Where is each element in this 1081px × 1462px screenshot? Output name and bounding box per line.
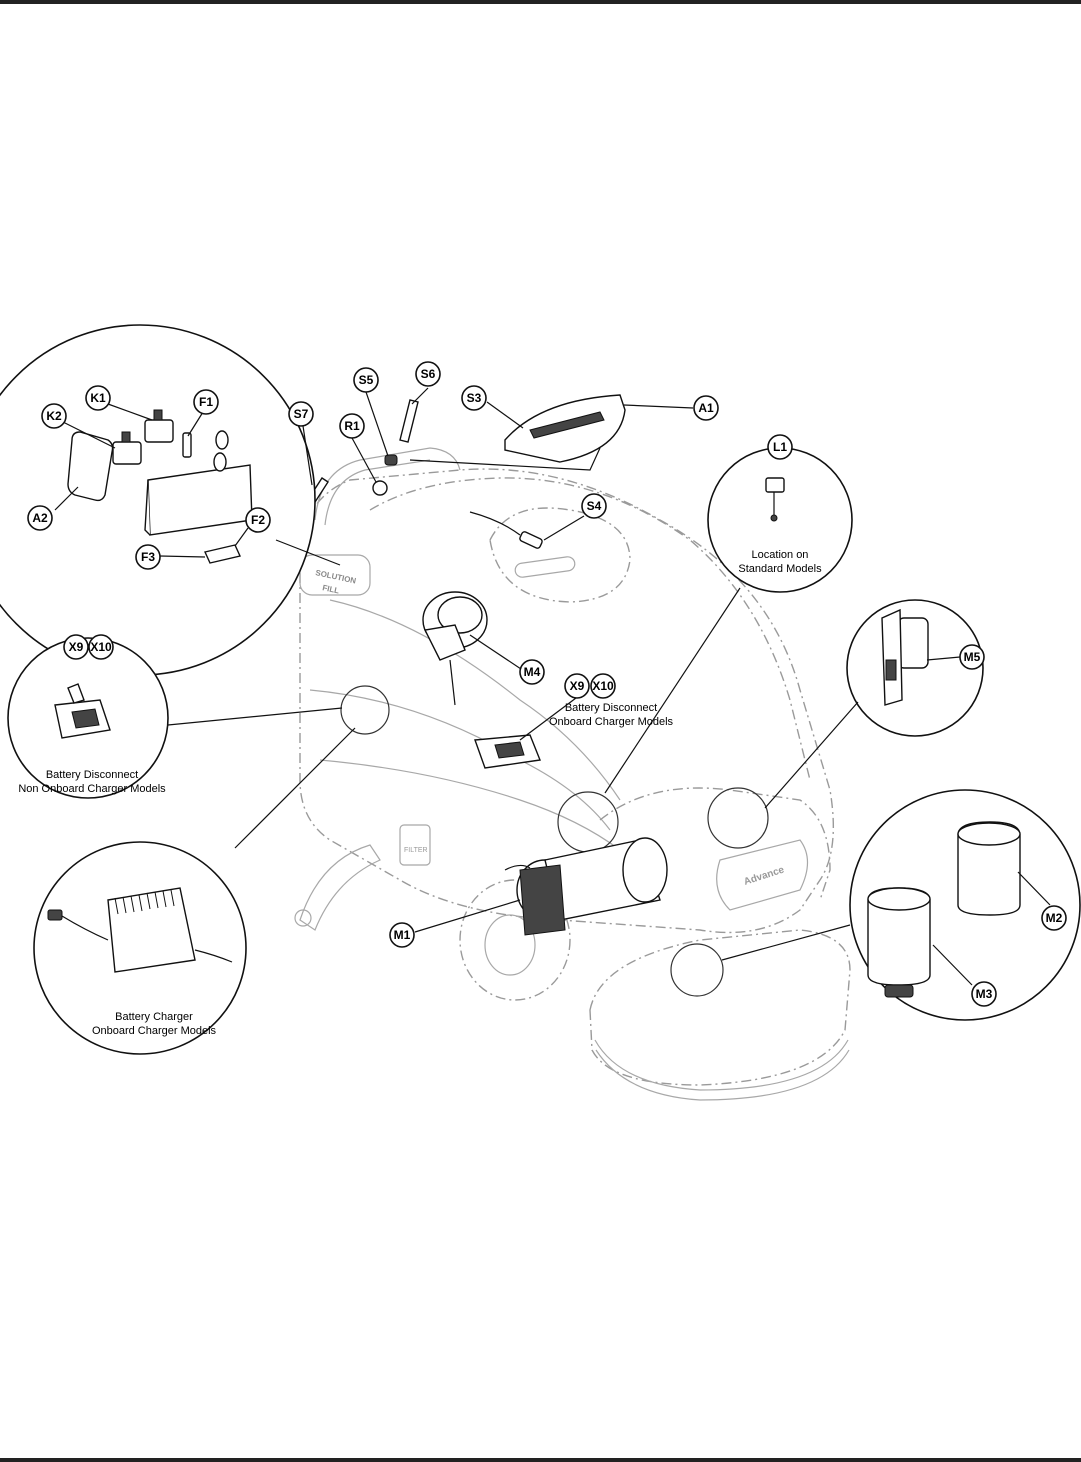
- detail-battery-charger-circle: [33, 727, 356, 1055]
- callout-label-m1: M1: [394, 928, 411, 942]
- detail-disconnect-non-onboard-circle: [7, 637, 343, 799]
- fill-label: FILL: [322, 583, 340, 595]
- caption-charger-line2: Onboard Charger Models: [92, 1025, 217, 1037]
- detail-relay-fuse-group: [0, 324, 341, 676]
- callout-k2: K2: [41, 403, 67, 429]
- callout-label-x9b: X9: [570, 679, 585, 693]
- callout-label-f3: F3: [141, 550, 155, 564]
- leader-s4: [543, 515, 585, 541]
- drive-motor-m1-part: [504, 837, 668, 936]
- leader-s6: [411, 387, 429, 405]
- callout-x10a: X10: [88, 634, 114, 660]
- top-rule: [0, 0, 1081, 4]
- potentiometer-r1-part: [372, 480, 388, 496]
- callout-f3: F3: [135, 544, 161, 570]
- callout-l1: L1: [767, 434, 793, 460]
- leader-a1: [623, 404, 694, 409]
- locator-circle-m5: [707, 787, 769, 849]
- caption-disconnect-non-onboard-line2: Non Onboard Charger Models: [18, 783, 166, 795]
- callout-label-m3: M3: [976, 987, 993, 1001]
- detail-m2-m3-circle: [721, 789, 1081, 1021]
- callout-label-f1: F1: [199, 395, 213, 409]
- solution-label: SOLUTION: [315, 568, 358, 585]
- callout-s3: S3: [461, 385, 487, 411]
- leader-s3: [486, 401, 524, 429]
- locator-circle-l1: [557, 791, 619, 853]
- filter-label: FILTER: [404, 847, 428, 854]
- control-panel-part: [504, 394, 626, 463]
- scrubber-machine-outline: FILTER SOLUTION FILL Advance: [294, 447, 851, 1101]
- callout-x9b: X9: [564, 673, 590, 699]
- callout-m3: M3: [971, 981, 997, 1007]
- callout-s6: S6: [415, 361, 441, 387]
- callout-label-s7: S7: [294, 407, 309, 421]
- caption-l1-line1: Location on: [752, 549, 809, 561]
- callout-label-l1: L1: [773, 440, 787, 454]
- callout-m4: M4: [519, 659, 545, 685]
- caption-disconnect-non-onboard-line1: Battery Disconnect: [46, 769, 138, 781]
- callout-f2: F2: [245, 507, 271, 533]
- callout-label-a2: A2: [32, 511, 48, 525]
- caption-disconnect-onboard-line1: Battery Disconnect: [565, 702, 657, 714]
- callout-s7: S7: [288, 401, 314, 427]
- caption-disconnect-onboard-line2: Onboard Charger Models: [549, 716, 674, 728]
- locator-circle-m2-m3: [670, 943, 724, 997]
- callout-s5: S5: [353, 367, 379, 393]
- sensor-s4-part: [469, 511, 543, 549]
- caption-l1-line2: Standard Models: [738, 563, 822, 575]
- callout-a1: A1: [693, 395, 719, 421]
- leader-m4: [469, 634, 522, 670]
- callout-r1: R1: [339, 413, 365, 439]
- callout-label-k2: K2: [46, 409, 62, 423]
- callout-x10b: X10: [590, 673, 616, 699]
- callout-label-m4: M4: [524, 665, 541, 679]
- callout-k1: K1: [85, 385, 111, 411]
- leader-s5: [365, 391, 389, 457]
- callout-m1: M1: [389, 922, 415, 948]
- callout-label-x10b: X10: [592, 679, 614, 693]
- leader-x9-onboard: [519, 697, 577, 741]
- vacuum-motor-m4-part: [422, 591, 488, 706]
- caption-charger-line1: Battery Charger: [115, 1011, 193, 1023]
- leader-r1: [351, 437, 377, 483]
- leader-s7: [302, 425, 313, 486]
- detail-l1-circle: [604, 447, 853, 794]
- callout-m2: M2: [1041, 905, 1067, 931]
- callout-label-s6: S6: [421, 367, 436, 381]
- callout-label-f2: F2: [251, 513, 265, 527]
- callout-label-m5: M5: [964, 650, 981, 664]
- callout-f1: F1: [193, 389, 219, 415]
- callout-label-s5: S5: [359, 373, 374, 387]
- callout-x9a: X9: [63, 634, 89, 660]
- callout-label-s3: S3: [467, 391, 482, 405]
- callout-label-a1: A1: [698, 401, 714, 415]
- callout-s4: S4: [581, 493, 607, 519]
- switch-s6-part: [399, 399, 419, 443]
- battery-disconnect-onboard-part: [474, 734, 541, 769]
- leader-a1-handle: [409, 447, 601, 471]
- callout-label-s4: S4: [587, 499, 602, 513]
- switch-s5-part: [384, 454, 398, 466]
- leader-m1: [414, 899, 521, 933]
- callout-m5: M5: [959, 644, 985, 670]
- brand-label: Advance: [743, 864, 786, 887]
- detail-m5-circle: [764, 599, 984, 809]
- bottom-rule: [0, 1458, 1081, 1462]
- locator-circle-disconnect: [340, 685, 390, 735]
- callout-label-x10a: X10: [90, 640, 112, 654]
- callout-label-k1: K1: [90, 391, 106, 405]
- callout-a2: A2: [27, 505, 53, 531]
- callout-label-x9a: X9: [69, 640, 84, 654]
- callout-label-m2: M2: [1046, 911, 1063, 925]
- callout-label-r1: R1: [344, 419, 360, 433]
